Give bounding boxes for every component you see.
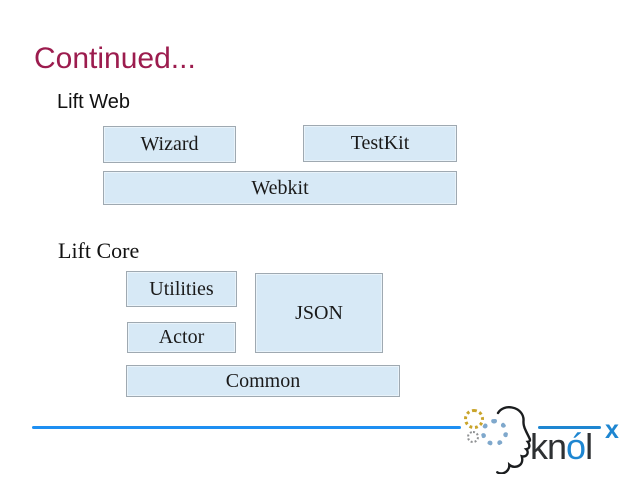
diagram-box-testkit: TestKit	[303, 125, 457, 162]
diagram-box-utilities: Utilities	[126, 271, 237, 307]
logo-text-l: l	[585, 426, 593, 467]
gear-icon-yellow	[464, 409, 484, 429]
diagram-box-utilities-label: Utilities	[149, 277, 214, 300]
logo-text-kn: kn	[530, 426, 567, 467]
diagram-box-webkit: Webkit	[103, 171, 457, 205]
logo-superscript-x: x	[605, 416, 619, 444]
diagram-box-testkit-label: TestKit	[350, 132, 410, 154]
diagram-box-common: Common	[126, 365, 400, 397]
logo-wordmark: knól	[530, 426, 593, 467]
diagram-box-common-label: Common	[225, 369, 301, 392]
diagram-box-actor-label: Actor	[158, 326, 205, 348]
logo-overline	[538, 426, 601, 429]
gear-icon-gray	[467, 431, 479, 443]
diagram-box-webkit-label: Webkit	[251, 176, 309, 199]
section-label-lift-core: Lift Core	[58, 238, 140, 263]
logo-text-o: ó	[566, 426, 586, 467]
footer-divider-line	[32, 426, 461, 429]
diagram-box-actor: Actor	[127, 322, 236, 353]
head-profile-icon	[496, 406, 532, 474]
slide-title: Continued...	[34, 42, 196, 75]
section-label-lift-web: Lift Web	[57, 91, 130, 113]
diagram-box-wizard: Wizard	[103, 126, 236, 163]
gear-icon-blue	[481, 419, 508, 446]
diagram-box-wizard-label: Wizard	[140, 133, 199, 155]
diagram-box-json: JSON	[255, 273, 383, 353]
diagram-box-json-label: JSON	[295, 301, 343, 324]
